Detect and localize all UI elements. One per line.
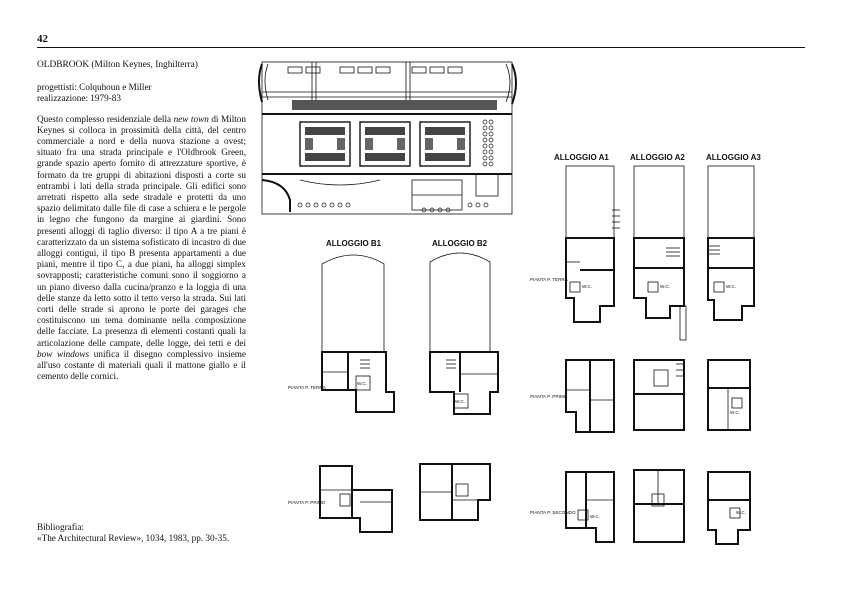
- plan-a2-first: [633, 359, 685, 431]
- label-alloggio-b2: ALLOGGIO B2: [432, 239, 488, 248]
- label-alloggio-a2: ALLOGGIO A2: [630, 153, 685, 162]
- header-rule: [37, 47, 805, 48]
- description-italic: bow windows: [37, 348, 90, 359]
- bibliography-reference: «The Architectural Review», 1034, 1983, …: [37, 533, 230, 544]
- plan-a3-second: W.C.: [707, 471, 751, 545]
- label-floor-first-b: PIANTA P. PRIMO: [288, 500, 326, 505]
- description-part: Questo complesso residenziale della: [37, 113, 174, 124]
- wc-tag: W.C.: [357, 381, 367, 386]
- plan-a3-first: W.C.: [707, 359, 751, 431]
- bibliography-label: Bibliografia:: [37, 522, 84, 532]
- plan-a1-ground: W.C.: [565, 165, 620, 323]
- description-text: Questo complesso residenziale della new …: [37, 114, 246, 383]
- plan-a3-ground: W.C.: [707, 165, 755, 321]
- wc-tag: W.C.: [726, 284, 736, 289]
- wc-tag: W.C.: [455, 399, 465, 404]
- wc-tag: W.C.: [736, 510, 746, 515]
- text-column: OLDBROOK (Milton Keynes, Inghilterra) pr…: [37, 60, 246, 382]
- bibliography: Bibliografia: «The Architectural Review»…: [37, 522, 252, 544]
- plan-a1-second: W.C.: [565, 471, 615, 543]
- page-number: 42: [37, 33, 48, 45]
- label-floor-first-a: PIANTA P. PRIMO: [530, 394, 568, 399]
- site-plan: [258, 61, 517, 215]
- wc-tag: W.C.: [590, 514, 600, 519]
- plan-a2-ground: W.C.: [633, 165, 687, 341]
- designers-line: progettisti: Colquhoun e Miller: [37, 82, 152, 93]
- credits: progettisti: Colquhoun e Miller realizza…: [37, 82, 246, 104]
- wc-tag: W.C.: [660, 284, 670, 289]
- wc-tag: W.C.: [730, 410, 740, 415]
- realization-line: realizzazione: 1979-83: [37, 93, 121, 104]
- description-part: di Milton Keynes si colloca in prossimit…: [37, 113, 246, 348]
- plan-b2-first: [419, 463, 491, 521]
- housing-courts: [299, 121, 471, 167]
- plan-b1-ground: W.C.: [321, 254, 395, 413]
- label-floor-second-a: PIANTA P. SECONDO: [530, 510, 576, 515]
- label-alloggio-b1: ALLOGGIO B1: [326, 239, 382, 248]
- label-floor-ground-b: PIANTA P. TERRA: [288, 385, 327, 390]
- plan-a2-second: [633, 469, 685, 543]
- label-alloggio-a3: ALLOGGIO A3: [706, 153, 761, 162]
- plan-b2-ground: W.C.: [429, 252, 499, 415]
- project-title: OLDBROOK (Milton Keynes, Inghilterra): [37, 60, 198, 70]
- description-part: unifica il disegno complessivo insieme a…: [37, 348, 246, 382]
- label-alloggio-a1: ALLOGGIO A1: [554, 153, 609, 162]
- plan-a1-first: [565, 359, 615, 433]
- plan-b1-first: [319, 465, 393, 533]
- description-italic: new town: [173, 113, 209, 124]
- label-floor-ground-a: PIANTA P. TERRA: [530, 277, 569, 282]
- wc-tag: W.C.: [582, 284, 592, 289]
